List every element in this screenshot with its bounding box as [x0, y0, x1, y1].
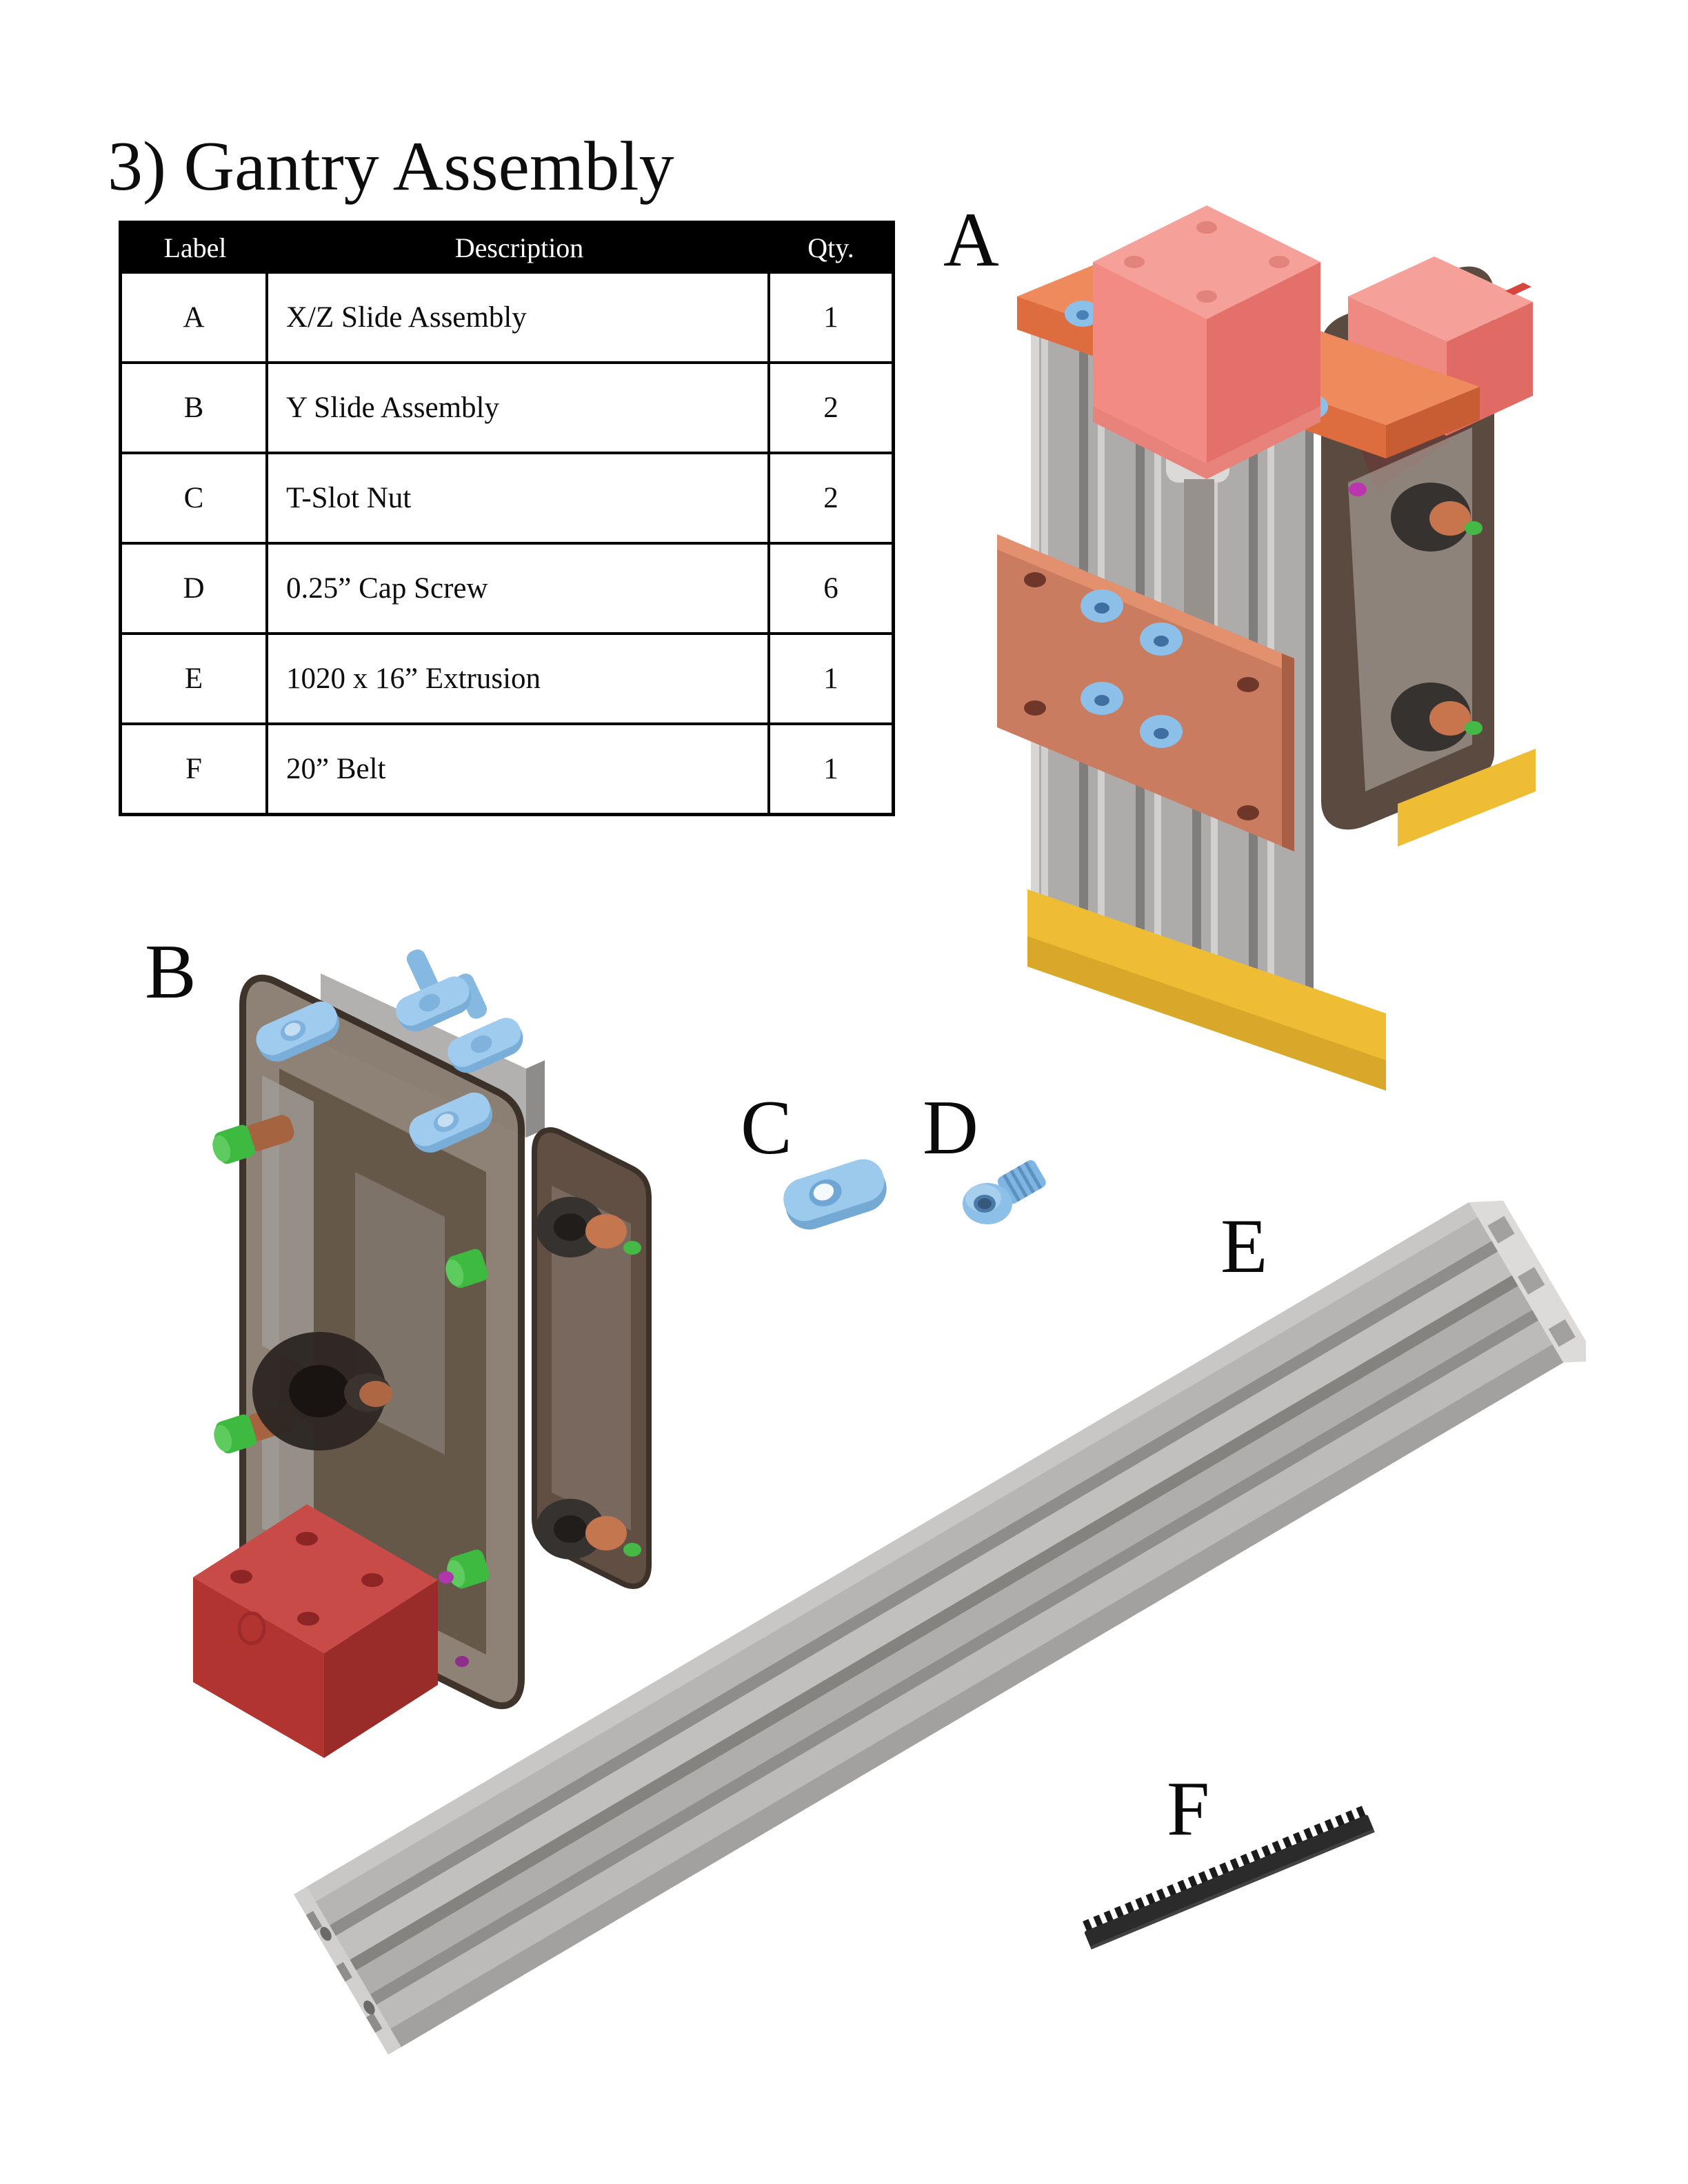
header-description: Description [454, 232, 584, 263]
base-plate [1027, 749, 1536, 1091]
row-b-qty: 2 [823, 392, 838, 424]
t-slot-nut [448, 1018, 523, 1073]
header-qty: Qty. [807, 232, 854, 263]
figure-label-f: F [1167, 1766, 1210, 1852]
table-row: A X/Z Slide Assembly 1 [122, 271, 892, 361]
parts-table-header: Label Description Qty. [122, 224, 892, 271]
table-row: B Y Slide Assembly 2 [122, 361, 892, 452]
green-screw [212, 1115, 294, 1164]
row-e-description: 1020 x 16” Extrusion [268, 635, 770, 722]
figure-label-e: E [1220, 1204, 1268, 1289]
v-wheel [1391, 483, 1483, 552]
row-e-qty: 1 [823, 663, 838, 695]
t-slot-nut [256, 1001, 340, 1062]
row-e-label: E [122, 635, 268, 722]
figure-label-c: C [741, 1085, 792, 1171]
row-f-qty: 1 [823, 753, 838, 785]
table-row: C T-Slot Nut 2 [122, 452, 892, 542]
figure-label-d: D [923, 1085, 978, 1171]
row-c-label: C [122, 454, 268, 542]
v-wheel [1391, 682, 1483, 751]
extrusion-body [293, 1200, 1586, 2055]
render-c-t-slot-nut [783, 1159, 887, 1230]
stepper-motor-front [1093, 205, 1320, 479]
parts-table: Label Description Qty. A X/Z Slide Assem… [119, 221, 895, 816]
blue-button-screw [1065, 301, 1101, 327]
row-a-label: A [122, 274, 268, 361]
carriage-plate [997, 534, 1294, 851]
header-label: Label [163, 232, 227, 263]
row-c-description: T-Slot Nut [268, 454, 770, 542]
table-row: F 20” Belt 1 [122, 722, 892, 813]
render-f-belt [1083, 1806, 1375, 1950]
figure-label-b: B [145, 929, 197, 1015]
row-a-qty: 1 [823, 301, 838, 334]
row-a-description: X/Z Slide Assembly [268, 274, 770, 361]
magenta-screw [1349, 483, 1367, 496]
screw-head [963, 1183, 1012, 1224]
row-b-label: B [122, 364, 268, 452]
timing-belt [1083, 1806, 1375, 1950]
render-b-y-slide-assembly [193, 949, 652, 1758]
render-e-extrusion [293, 1200, 1586, 2055]
blue-button-screw [1140, 623, 1183, 656]
v-wheel-stack [536, 1499, 641, 1559]
row-d-label: D [122, 545, 268, 632]
screw-shaft [997, 1160, 1046, 1204]
table-row: E 1020 x 16” Extrusion 1 [122, 632, 892, 722]
row-d-qty: 6 [823, 572, 838, 605]
figure-label-a: A [943, 197, 999, 283]
row-c-qty: 2 [823, 482, 838, 514]
row-b-description: Y Slide Assembly [268, 364, 770, 452]
row-d-description: 0.25” Cap Screw [268, 545, 770, 632]
drive-wheel [252, 1332, 392, 1450]
extrusion-end-face [293, 1886, 401, 2055]
row-f-description: 20” Belt [268, 725, 770, 813]
blue-button-screw [1081, 589, 1123, 623]
table-row: D 0.25” Cap Screw 6 [122, 542, 892, 632]
blue-button-screw [1140, 715, 1183, 748]
blue-button-screw [1081, 682, 1123, 715]
row-f-label: F [122, 725, 268, 813]
t-slot-nut [409, 1092, 493, 1153]
extrusion-end-face [1469, 1200, 1586, 1363]
page-title: 3) Gantry Assembly [108, 128, 674, 205]
stepper-motor-red [193, 1504, 469, 1758]
green-screw [445, 1248, 488, 1288]
v-wheel-stack [536, 1197, 641, 1257]
t-slot-nut [396, 976, 472, 1032]
render-a-xz-slide-assembly [997, 205, 1536, 1091]
render-d-cap-screw [963, 1160, 1046, 1224]
t-slot-nut [783, 1159, 887, 1230]
t-nut-peg [406, 949, 439, 995]
